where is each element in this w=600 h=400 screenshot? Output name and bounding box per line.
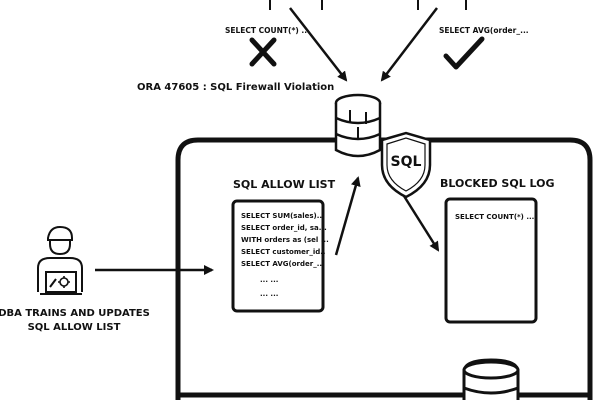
blocked-log-title: BLOCKED SQL LOG [440,177,555,190]
sql-badge-text: SQL [391,154,422,170]
rejected-query-label: SELECT COUNT(*) ... [225,26,310,35]
allow-list-line: SELECT AVG(order_... [241,260,325,268]
dba-user-icon [37,225,83,295]
violation-message: ORA 47605 : SQL Firewall Violation [137,82,334,93]
allow-list-document [231,199,325,313]
database-icon [462,358,520,400]
incoming-query-arrow-right [380,7,438,82]
incoming-query-arrow-left [289,7,348,82]
block-arrow [402,195,440,252]
allow-list-ellipsis: ... ... [260,276,278,284]
sql-shield-icon: SQL [380,131,432,199]
checkmark-icon [443,36,485,70]
allow-list-line: SELECT SUM(sales).. [241,212,322,220]
allow-list-line: SELECT order_id, sa... [241,224,327,232]
allow-list-check-arrow [334,176,361,256]
blocked-log-line: SELECT COUNT(*) ... [455,213,534,221]
dba-caption-line-2: SQL ALLOW LIST [28,322,121,333]
blocked-log-document [444,197,538,324]
top-left-user-figure [269,0,323,10]
allow-list-line: WITH orders as (sel ... [241,236,329,244]
allow-list-line: SELECT customer_id.. [241,248,326,256]
accepted-query-label: SELECT AVG(order_... [439,26,529,35]
allow-list-ellipsis: ... ... [260,290,278,298]
dba-caption-line-1: DBA TRAINS AND UPDATES [0,308,150,319]
allow-list-title: SQL ALLOW LIST [233,178,336,191]
top-right-user-figure [417,0,467,10]
x-mark-icon [249,37,277,67]
firewall-icon [334,93,382,158]
